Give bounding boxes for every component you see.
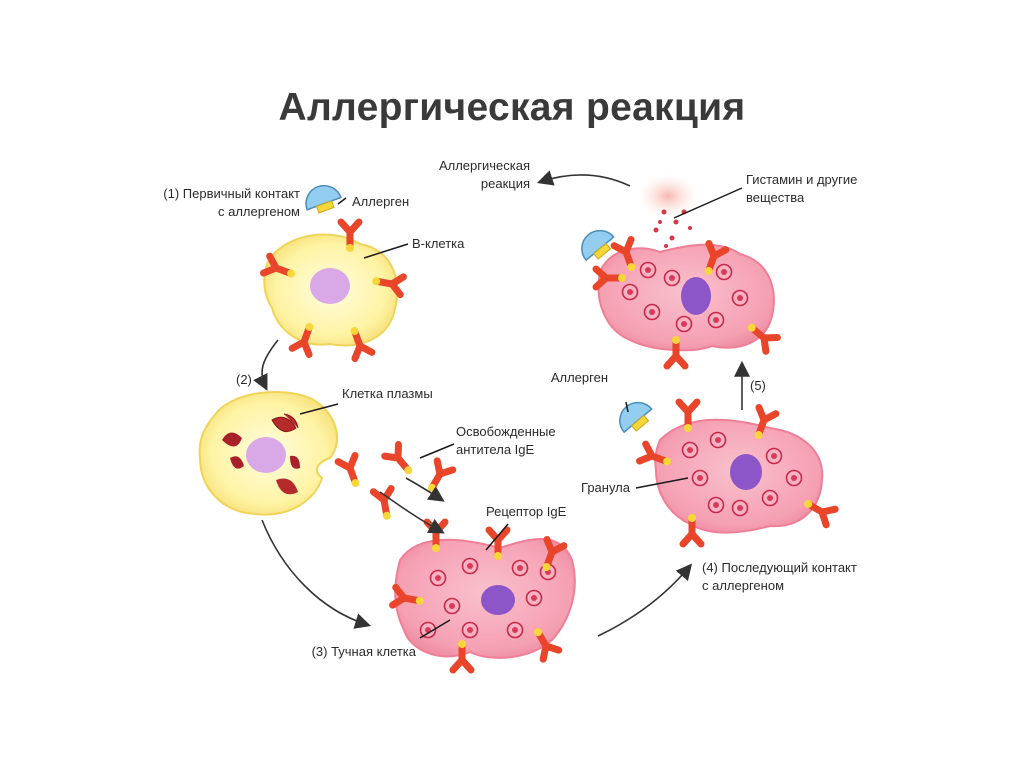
step1-label-line1: (1) Первичный контакт bbox=[163, 186, 300, 201]
step3-label: (3) Тучная клетка bbox=[312, 644, 417, 659]
step2-label: (2) bbox=[236, 372, 252, 387]
freed-ige-label-line2: антитела IgE bbox=[456, 442, 535, 457]
allergen-top-label: Аллерген bbox=[352, 194, 409, 209]
mast-cell-middle bbox=[612, 395, 835, 544]
allergen-right-label: Аллерген bbox=[551, 370, 608, 385]
receptor-label: Рецептор IgE bbox=[486, 504, 567, 519]
plasma-cell-label: Клетка плазмы bbox=[342, 386, 433, 401]
b-cell-label: В-клетка bbox=[412, 236, 465, 251]
histamine-label-line1: Гистамин и другие bbox=[746, 172, 857, 187]
mast-cell-bottom bbox=[393, 522, 575, 670]
step4-label-line2: с аллергеном bbox=[702, 578, 784, 593]
reaction-label-line1: Аллергическая bbox=[439, 158, 530, 173]
reaction-label-line2: реакция bbox=[481, 176, 530, 191]
granule-label: Гранула bbox=[581, 480, 631, 495]
step4-label-line1: (4) Последующий контакт bbox=[702, 560, 857, 575]
freed-antibodies bbox=[338, 445, 453, 522]
step1-label-line2: с аллергеном bbox=[218, 204, 300, 219]
histamine-label-line2: вещества bbox=[746, 190, 805, 205]
step5-label: (5) bbox=[750, 378, 766, 393]
freed-ige-label-line1: Освобожденные bbox=[456, 424, 556, 439]
